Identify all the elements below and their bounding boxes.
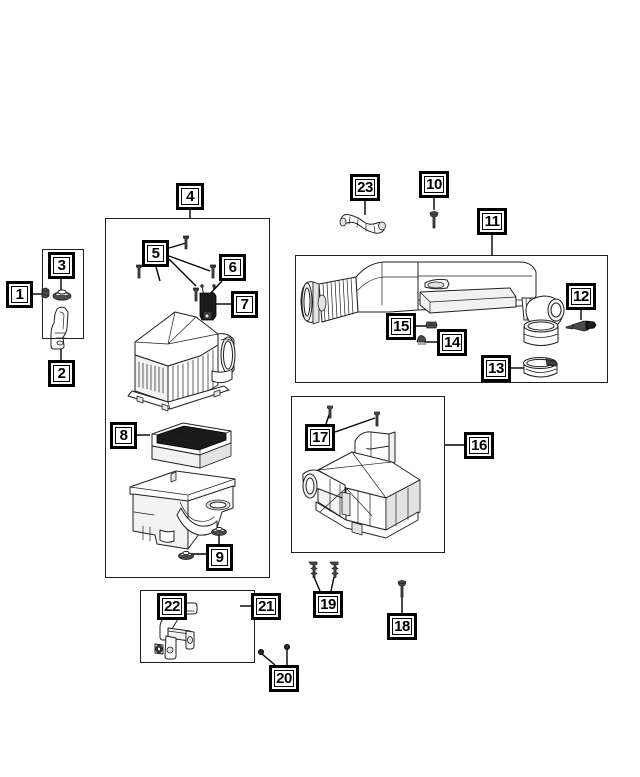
callout-label: 16 — [471, 437, 487, 454]
callout-13[interactable]: 13 — [481, 355, 511, 382]
callout-21[interactable]: 21 — [251, 593, 281, 620]
part-screw-18 — [397, 580, 407, 598]
callout-label: 20 — [276, 670, 292, 687]
callout-18[interactable]: 18 — [387, 613, 417, 640]
part-maf-sensor-7 — [199, 292, 217, 321]
callout-label: 18 — [394, 618, 410, 635]
callout-label: 17 — [312, 429, 328, 446]
part-sensor-screws-6 — [200, 284, 216, 294]
callout-label: 5 — [151, 245, 160, 262]
part-air-filter-8 — [151, 422, 232, 469]
callout-1[interactable]: 1 — [6, 281, 33, 308]
callout-23[interactable]: 23 — [350, 174, 380, 201]
callout-20[interactable]: 20 — [269, 665, 299, 692]
callout-3[interactable]: 3 — [48, 252, 75, 279]
part-isolators-9 — [178, 526, 227, 560]
callout-17[interactable]: 17 — [305, 424, 335, 451]
part-resonator-16 — [302, 431, 421, 539]
part-air-cleaner-housing-base — [129, 470, 236, 550]
callout-label: 2 — [57, 365, 66, 382]
callout-label: 4 — [186, 188, 194, 205]
callout-14[interactable]: 14 — [437, 329, 467, 356]
part-retainer-clip-14 — [416, 335, 427, 345]
callout-10[interactable]: 10 — [419, 171, 449, 198]
callout-label: 19 — [320, 596, 336, 613]
part-screws-5 — [136, 235, 216, 302]
frame-air-intake-duct — [295, 255, 608, 383]
frame-bracket-group — [140, 590, 255, 663]
callout-label: 23 — [357, 179, 373, 196]
frame-resonator — [291, 396, 445, 553]
callout-8[interactable]: 8 — [110, 422, 137, 449]
callout-6[interactable]: 6 — [219, 254, 246, 281]
callout-label: 8 — [119, 427, 128, 444]
frame-air-cleaner-assembly — [105, 218, 270, 578]
callout-label: 7 — [240, 296, 249, 313]
callout-label: 11 — [484, 213, 500, 230]
callout-label: 21 — [258, 598, 274, 615]
part-temperature-sensor-12 — [565, 320, 597, 332]
callout-label: 6 — [228, 259, 237, 276]
callout-7[interactable]: 7 — [231, 291, 258, 318]
callout-label: 9 — [215, 549, 224, 566]
callout-label: 13 — [488, 360, 504, 377]
callout-9[interactable]: 9 — [206, 544, 233, 571]
callout-label: 14 — [444, 334, 460, 351]
callout-label: 1 — [15, 286, 24, 303]
part-air-cleaner-cover — [127, 311, 236, 412]
part-grommet-3 — [52, 289, 72, 301]
callout-16[interactable]: 16 — [464, 432, 494, 459]
part-clip-15 — [425, 321, 438, 329]
callout-4[interactable]: 4 — [176, 183, 204, 210]
callout-19[interactable]: 19 — [313, 591, 343, 618]
callout-5[interactable]: 5 — [142, 240, 169, 267]
part-vent-hose-23 — [339, 214, 386, 234]
callout-label: 15 — [393, 318, 409, 335]
callout-11[interactable]: 11 — [477, 208, 507, 235]
part-screw-10 — [429, 211, 439, 229]
frame-bracket — [42, 249, 84, 339]
callout-label: 3 — [57, 257, 66, 274]
callout-2[interactable]: 2 — [48, 360, 75, 387]
callout-label: 10 — [426, 176, 442, 193]
callout-22[interactable]: 22 — [157, 593, 187, 620]
part-resonator-screws-17 — [327, 405, 380, 427]
part-air-intake-duct-11 — [300, 261, 565, 346]
callout-15[interactable]: 15 — [386, 313, 416, 340]
part-clips-20 — [257, 644, 290, 656]
callout-label: 12 — [573, 288, 589, 305]
part-push-pins-19 — [308, 561, 339, 578]
callout-label: 22 — [164, 598, 180, 615]
callout-12[interactable]: 12 — [566, 283, 596, 310]
part-hose-clamp-13 — [523, 357, 558, 378]
part-support-bracket-22 — [154, 602, 198, 660]
